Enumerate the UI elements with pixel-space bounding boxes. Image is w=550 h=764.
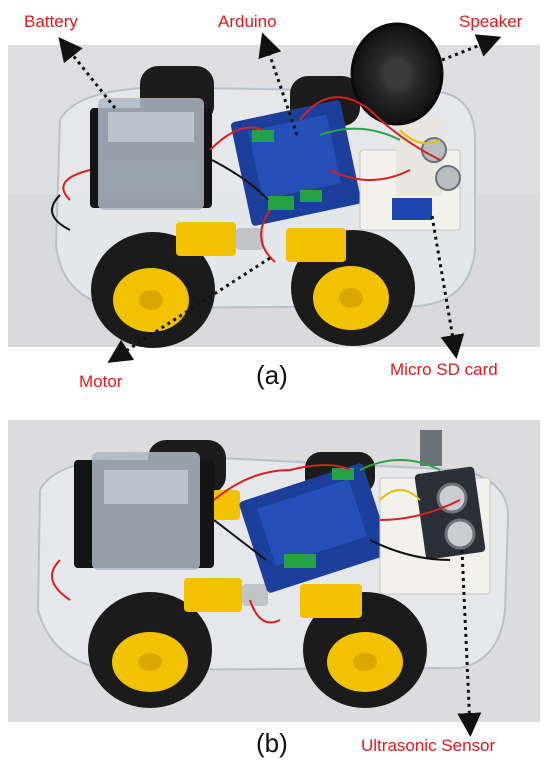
micro-sd-arrow	[430, 215, 465, 359]
label-motor: Motor	[79, 372, 123, 391]
speaker	[350, 22, 444, 126]
ultrasonic-sensor	[414, 430, 486, 560]
motor-arrow	[107, 256, 271, 363]
label-speaker: Speaker	[459, 12, 523, 31]
speaker-arrow	[441, 34, 502, 62]
wheel	[91, 232, 215, 348]
caption-panel-b: (b)	[256, 728, 288, 758]
arduino-arrow	[258, 32, 299, 136]
ultrasonic-arrow	[457, 549, 482, 737]
label-micro-sd-card: Micro SD card	[390, 360, 498, 379]
wheel	[88, 592, 212, 708]
arrows	[58, 32, 502, 737]
label-arduino: Arduino	[218, 12, 277, 31]
photo-panel-a	[8, 22, 540, 348]
label-ultrasonic-sensor: Ultrasonic Sensor	[361, 736, 496, 755]
label-battery: Battery	[24, 12, 78, 31]
wheel	[303, 592, 427, 708]
caption-panel-a: (a)	[256, 360, 288, 390]
photo-panel-b	[8, 420, 540, 722]
